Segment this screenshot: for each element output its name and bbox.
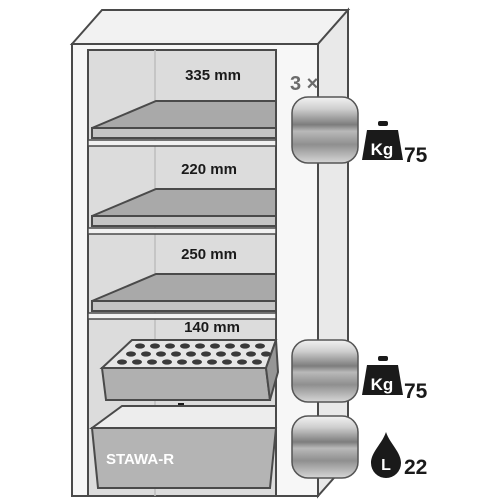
insert-hole: [180, 343, 190, 349]
insert-hole: [132, 359, 142, 365]
insert-hole: [117, 359, 127, 365]
insert-hole: [237, 359, 247, 365]
insert-hole: [225, 343, 235, 349]
insert-hole: [195, 343, 205, 349]
hinge-middle: [291, 339, 359, 403]
insert-hole: [147, 359, 157, 365]
insert-hole: [141, 351, 151, 357]
insert-hole: [246, 351, 256, 357]
volume-capacity: L 22: [291, 415, 427, 479]
shelf-1: 335 mm: [87, 67, 277, 147]
hinge-top: [291, 96, 359, 164]
insert-label: 140 mm: [184, 319, 240, 336]
insert-hole: [186, 351, 196, 357]
weight-icon-text: Kg: [371, 140, 394, 159]
insert-hole: [150, 343, 160, 349]
insert-hole: [252, 359, 262, 365]
sump-tray: STAWA-R: [88, 405, 278, 489]
insert-hole: [207, 359, 217, 365]
insert-hole: [165, 343, 175, 349]
shelf-count-label: 3 ×: [290, 73, 318, 95]
shelf-2: 220 mm: [87, 161, 277, 235]
insert-hole: [210, 343, 220, 349]
insert-hole: [222, 359, 232, 365]
shelf-3-label: 250 mm: [181, 246, 237, 263]
insert-hole: [162, 359, 172, 365]
insert-hole: [156, 351, 166, 357]
droplet-icon: L: [371, 432, 401, 478]
insert-hole: [201, 351, 211, 357]
weight-icon: Kg: [362, 121, 403, 160]
volume-value: 22: [404, 456, 427, 479]
shelf-1-label: 335 mm: [185, 67, 241, 84]
insert-hole: [255, 343, 265, 349]
insert-hole: [216, 351, 226, 357]
shelf-load-value: 75: [404, 144, 428, 167]
sump-label: STAWA-R: [106, 451, 174, 468]
insert-hole: [171, 351, 181, 357]
insert-hole: [126, 351, 136, 357]
insert-hole: [231, 351, 241, 357]
load-bottom: Kg 75: [291, 339, 428, 403]
sump-load-value: 75: [404, 380, 428, 403]
insert-hole: [135, 343, 145, 349]
insert-holes: [117, 343, 271, 365]
hinge-bottom: [291, 415, 359, 479]
insert-hole: [240, 343, 250, 349]
insert-hole: [177, 359, 187, 365]
perforated-insert: 140 mm: [99, 319, 280, 401]
shelf-3: 250 mm: [87, 246, 277, 320]
weight-icon-text: Kg: [371, 375, 394, 394]
insert-hole: [261, 351, 271, 357]
weight-icon: Kg: [362, 356, 403, 395]
load-top: 3 × Kg 75: [290, 73, 428, 167]
insert-hole: [192, 359, 202, 365]
shelf-2-label: 220 mm: [181, 161, 237, 178]
droplet-icon-text: L: [381, 457, 391, 474]
